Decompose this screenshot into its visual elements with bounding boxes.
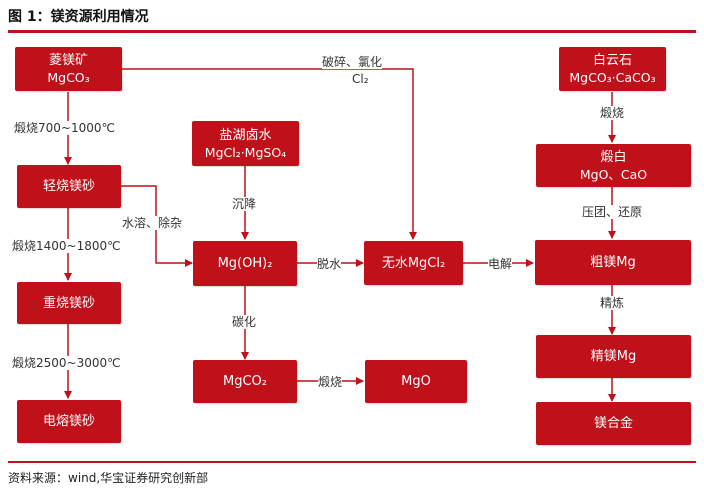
label-electrolysis: 电解 xyxy=(488,257,513,271)
node-crude-mg: 粗镁Mg xyxy=(535,240,691,285)
node-crude-mg-name: 粗镁Mg xyxy=(590,255,636,270)
node-salt-lake-brine: 盐湖卤水 MgCl₂·MgSO₄ xyxy=(192,121,299,166)
node-mg-alloy: 镁合金 xyxy=(536,402,691,445)
label-briquette-reduce: 压团、还原 xyxy=(582,205,643,219)
node-fused-name: 电熔镁砂 xyxy=(42,414,95,429)
node-mgco2: MgCO₂ xyxy=(193,360,297,403)
figure-source: 资料来源：wind,华宝证券研究创新部 xyxy=(8,471,209,485)
node-refined-mg-name: 精镁Mg xyxy=(590,349,637,364)
node-anhydrous-name: 无水MgCl₂ xyxy=(381,255,446,271)
label-dehydrate: 脱水 xyxy=(317,257,342,271)
label-refine: 精炼 xyxy=(600,296,625,310)
label-dolomite-calcine: 煅烧 xyxy=(600,106,625,120)
node-calcined-name: 煅白 xyxy=(600,149,627,165)
node-calcined-dolomite: 煅白 MgO、CaO xyxy=(536,144,691,187)
node-calcined-formula: MgO、CaO xyxy=(579,166,648,182)
node-magnesite-formula: MgCO₃ xyxy=(47,70,90,85)
node-light-burned-magnesia: 轻烧镁砂 xyxy=(17,165,121,208)
label-settle: 沉降 xyxy=(232,197,257,211)
node-mg-hydroxide: Mg(OH)₂ xyxy=(193,241,297,286)
label-crush-chlorinate: 破碎、氯化 xyxy=(322,55,383,69)
node-light-burned-name: 轻烧镁砂 xyxy=(42,179,95,194)
node-mg-hydroxide-name: Mg(OH)₂ xyxy=(217,256,273,271)
label-cl2: Cl₂ xyxy=(352,72,369,86)
node-mgo: MgO xyxy=(365,360,467,403)
label-carbonize: 碳化 xyxy=(232,315,257,329)
top-rule xyxy=(8,30,696,33)
figure-title: 图 1：镁资源利用情况 xyxy=(8,9,149,25)
node-salt-lake-formula: MgCl₂·MgSO₄ xyxy=(204,144,287,160)
node-mg-alloy-name: 镁合金 xyxy=(593,416,633,431)
label-calcine-mgco2: 煅烧 xyxy=(318,375,343,389)
node-dolomite-name: 白云石 xyxy=(592,53,632,68)
node-magnesite-name: 菱镁矿 xyxy=(48,53,88,68)
label-calcine-700: 煅烧700~1000℃ xyxy=(14,121,115,135)
node-dolomite-formula: MgCO₃·CaCO₃ xyxy=(569,70,656,85)
node-fused-magnesia: 电熔镁砂 xyxy=(17,400,121,443)
node-salt-lake-name: 盐湖卤水 xyxy=(219,127,272,143)
node-mgo-name: MgO xyxy=(401,374,431,389)
node-refined-mg: 精镁Mg xyxy=(536,335,691,378)
arrow-magnesite-to-anhydrous xyxy=(122,68,417,240)
node-dolomite: 白云石 MgCO₃·CaCO₃ xyxy=(559,47,666,91)
node-dead-burned-name: 重烧镁砂 xyxy=(42,295,95,311)
node-dead-burned-magnesia: 重烧镁砂 xyxy=(17,282,121,324)
bottom-rule xyxy=(8,461,696,463)
label-calcine-2500: 煅烧2500~3000℃ xyxy=(12,356,121,370)
node-mgco2-name: MgCO₂ xyxy=(223,374,267,389)
node-anhydrous-mgcl2: 无水MgCl₂ xyxy=(364,241,463,285)
node-magnesite: 菱镁矿 MgCO₃ xyxy=(15,47,122,91)
label-calcine-1400: 煅烧1400~1800℃ xyxy=(12,239,121,253)
label-water-dissolve: 水溶、除杂 xyxy=(122,216,183,230)
